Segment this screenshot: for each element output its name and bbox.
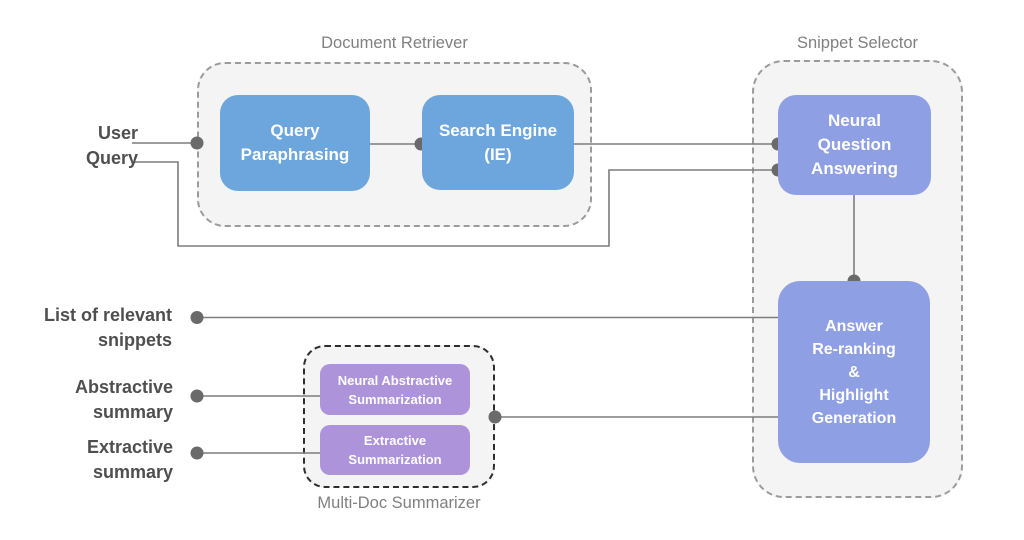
wire-query-to-neural-qa	[134, 161, 778, 247]
user-query-label: User Query	[85, 123, 138, 168]
document-retriever-title: Document Retriever	[321, 34, 468, 52]
search-engine-node: Search Engine (IE)	[422, 95, 574, 190]
snippet-selector-title: Snippet Selector	[796, 34, 919, 52]
junction-dot-summarizer-output	[488, 410, 502, 424]
junction-dot-user	[190, 136, 204, 150]
list-of-relevant-snippets-label: List of relevant snippets	[43, 305, 172, 350]
answer-reranking-node: Answer Re-ranking & Highlight Generation	[778, 281, 930, 463]
neural-abstractive-summarization-node: Neural Abstractive Summarization	[320, 364, 470, 415]
query-paraphrasing-node: Query Paraphrasing	[220, 95, 370, 191]
multi-doc-summarizer-caption: Multi-Doc Summarizer	[317, 494, 481, 512]
abstractive-summary-label: Abstractive summary	[74, 377, 173, 422]
junction-dot-snippets	[190, 311, 204, 324]
junction-dot-extractive	[190, 446, 204, 460]
junction-dot-abstractive	[190, 389, 204, 403]
neural-question-answering-node: Neural Question Answering	[778, 95, 931, 195]
extractive-summary-label: Extractive summary	[86, 437, 173, 482]
extractive-summarization-node: Extractive Summarization	[320, 425, 470, 475]
